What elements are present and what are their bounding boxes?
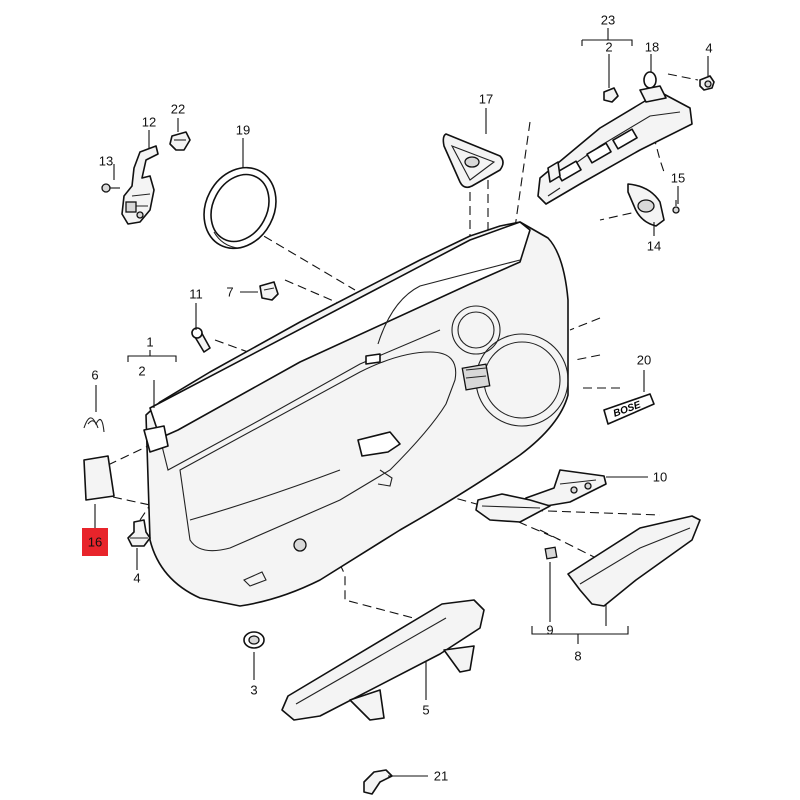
clip-part-2-top (603, 87, 619, 103)
switch-part-18 (639, 71, 667, 103)
door-panel-part-1 (143, 221, 569, 607)
callout-15[interactable]: 15 (671, 171, 685, 186)
lock-mechanism-part-12 (121, 145, 159, 225)
callout-10[interactable]: 10 (653, 470, 667, 485)
bolt-part-11 (191, 327, 211, 353)
screw-part-15 (672, 200, 680, 214)
callout-1[interactable]: 1 (146, 335, 153, 350)
callout-9[interactable]: 9 (546, 623, 553, 638)
grommet-part-3 (243, 631, 265, 649)
callout-14[interactable]: 14 (647, 239, 661, 254)
callout-numbers: 23 2 18 4 17 22 12 19 13 15 14 7 11 1 2 … (88, 13, 713, 784)
push-pin-part-4-lower (127, 519, 151, 547)
callout-8[interactable]: 8 (574, 649, 581, 664)
callout-4-top[interactable]: 4 (705, 41, 712, 56)
callout-4-lower[interactable]: 4 (133, 571, 140, 586)
spring-clip-part-6 (83, 417, 105, 433)
callout-2-top[interactable]: 2 (605, 40, 612, 55)
callout-12[interactable]: 12 (142, 115, 156, 130)
seal-ring-part-19 (203, 166, 277, 250)
leader-lines (94, 28, 709, 777)
callout-20[interactable]: 20 (637, 353, 651, 368)
foam-pad-part-16 (83, 455, 115, 501)
callout-17[interactable]: 17 (479, 92, 493, 107)
callout-22[interactable]: 22 (171, 102, 185, 117)
callout-13[interactable]: 13 (99, 154, 113, 169)
grab-trim-part-8 (567, 515, 701, 607)
bracket-part-21 (363, 769, 393, 795)
screw-part-4-top (699, 75, 715, 91)
callout-6[interactable]: 6 (91, 368, 98, 383)
callout-19[interactable]: 19 (236, 123, 250, 138)
callout-7[interactable]: 7 (226, 285, 233, 300)
callout-21[interactable]: 21 (434, 769, 448, 784)
pull-handle-part-10 (475, 469, 607, 523)
callout-18[interactable]: 18 (645, 40, 659, 55)
callout-11[interactable]: 11 (189, 287, 203, 302)
callout-2-mid[interactable]: 2 (138, 364, 145, 379)
callout-16[interactable]: 16 (88, 535, 102, 550)
callout-16-highlight (82, 528, 108, 556)
switch-panel-part-23 (537, 91, 693, 205)
bose-badge-part-20: BOSE (603, 393, 655, 425)
mirror-cover-part-17 (442, 133, 504, 189)
armrest-pad-part-5 (281, 599, 485, 721)
callout-23[interactable]: 23 (601, 13, 615, 28)
clip-part-22 (169, 131, 191, 151)
clip-part-7 (259, 281, 279, 301)
callout-5[interactable]: 5 (422, 703, 429, 718)
screw-part-13 (101, 183, 120, 193)
callout-3[interactable]: 3 (250, 683, 257, 698)
speaker-cover-part-14 (627, 183, 665, 227)
clip-part-9 (544, 546, 558, 560)
